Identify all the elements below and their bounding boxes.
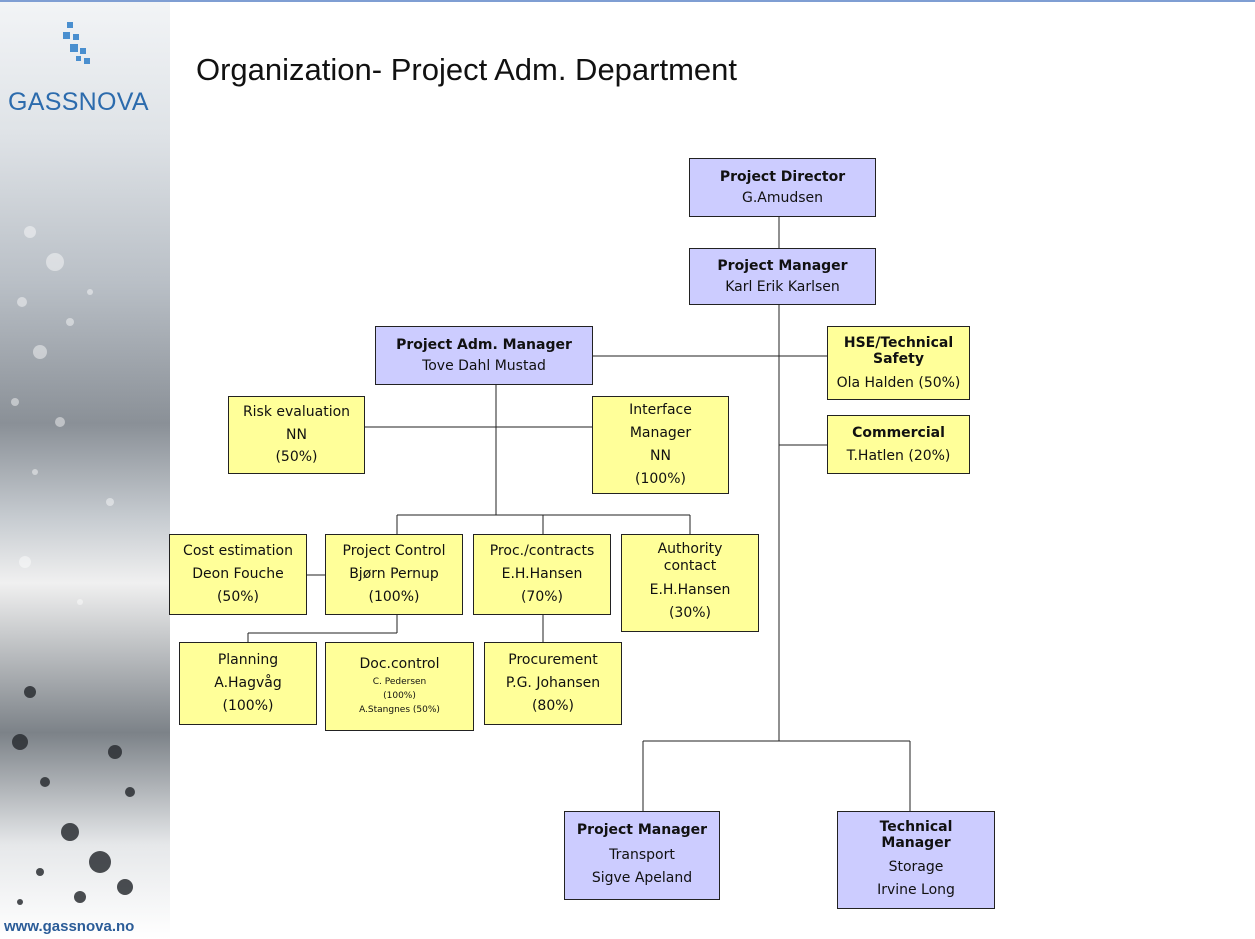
role-title: Project Manager [576,821,708,838]
page-title: Organization- Project Adm. Department [196,52,738,87]
box-allocation: (100%) [368,588,420,605]
box-label: Doc.control [359,656,440,673]
risk-evaluation-box: Risk evaluation NN (50%) [228,396,365,474]
box-label: Interface [629,402,692,419]
project-manager-box: Project Manager Karl Erik Karlsen [689,248,876,305]
box-name: Bjørn Pernup [349,566,439,583]
box-allocation: (100%) [383,690,416,701]
project-manager-transport-box: Project Manager Transport Sigve Apeland [564,811,720,900]
role-title: HSE/Technical Safety [843,334,954,367]
box-label: Cost estimation [183,543,293,560]
box-label: Planning [217,652,279,669]
droplet-pattern [11,22,135,905]
role-title: Technical Manager [879,818,953,851]
box-label: Procurement [508,652,598,669]
box-label: Storage [888,858,944,875]
proc-contracts-box: Proc./contracts E.H.Hansen (70%) [473,534,611,615]
hse-technical-safety-box: HSE/Technical Safety Ola Halden (50%) [827,326,970,400]
procurement-box: Procurement P.G. Johansen (80%) [484,642,622,725]
box-name: E.H.Hansen [501,566,583,583]
gassnova-logo-text: GASSNOVA [8,88,149,116]
box-name: NN [650,448,671,464]
role-title: Project Adm. Manager [396,336,572,353]
person-name: T.Hatlen (20%) [846,447,951,464]
person-name: Sigve Apeland [591,869,693,886]
planning-box: Planning A.Hagvåg (100%) [179,642,317,725]
box-allocation: (100%) [222,697,274,714]
box-name: E.H.Hansen [649,581,731,598]
box-allocation: (50%) [216,588,260,605]
commercial-box: Commercial T.Hatlen (20%) [827,415,970,474]
box-name: C. Pedersen [372,677,427,688]
person-name: Ola Halden (50%) [836,375,961,392]
interface-manager-box: Interface Manager NN (100%) [592,396,729,494]
box-label-2: Manager [629,425,692,442]
gassnova-logo-mark [63,22,90,64]
box-label: Authority contact [657,541,723,575]
project-control-box: Project Control Bjørn Pernup (100%) [325,534,463,615]
box-allocation: (50%) [275,449,318,466]
box-allocation: (100%) [635,470,686,487]
box-name-2: A.Stangnes (50%) [359,704,440,715]
box-name: NN [286,426,307,443]
box-label: Proc./contracts [489,543,595,560]
box-name: Deon Fouche [192,566,284,583]
box-name: P.G. Johansen [505,675,601,692]
box-allocation: (30%) [668,604,712,621]
box-label: Transport [609,846,675,863]
doc-control-box: Doc.control C. Pedersen (100%) A.Stangne… [325,642,474,731]
person-name: Tove Dahl Mustad [422,358,546,374]
sidebar-banner: GASSNOVA www.gassnova.no [0,2,170,939]
role-title: Project Manager [717,257,848,274]
authority-contact-box: Authority contact E.H.Hansen (30%) [621,534,759,632]
top-rule [0,0,1255,2]
role-title: Commercial [852,425,945,442]
website-link[interactable]: www.gassnova.no [4,918,135,935]
person-name: G.Amudsen [741,190,824,206]
cost-estimation-box: Cost estimation Deon Fouche (50%) [169,534,307,615]
box-allocation: (70%) [520,588,564,605]
box-label: Project Control [342,543,446,560]
person-name: Irvine Long [877,881,955,898]
role-title: Project Director [719,168,846,185]
person-name: Karl Erik Karlsen [725,279,840,295]
box-name: A.Hagvåg [214,675,282,692]
box-label: Risk evaluation [242,403,351,420]
technical-manager-box: Technical Manager Storage Irvine Long [837,811,995,909]
project-adm-manager-box: Project Adm. Manager Tove Dahl Mustad [375,326,593,385]
project-director-box: Project Director G.Amudsen [689,158,876,217]
box-allocation: (80%) [531,697,575,714]
